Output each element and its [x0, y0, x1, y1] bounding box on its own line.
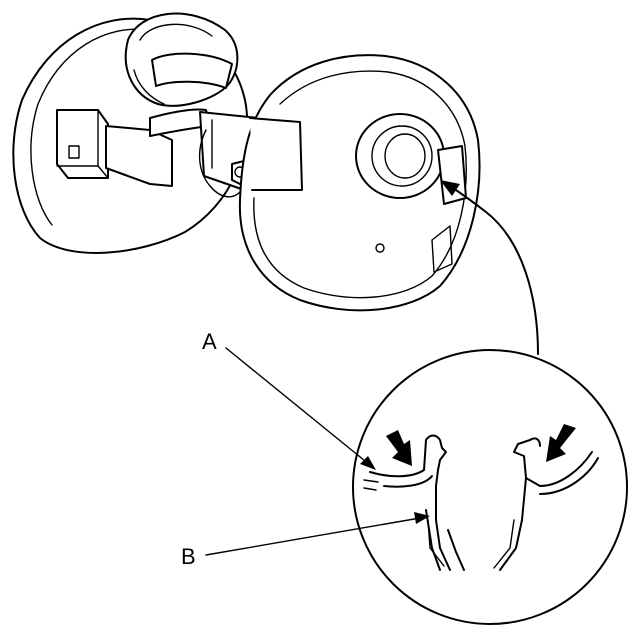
press-arrow-left	[386, 430, 412, 466]
fuel-filler-cap-assembly	[12, 12, 249, 254]
label-a: A	[202, 329, 217, 354]
label-b: B	[181, 544, 196, 569]
label-a-leader	[225, 347, 371, 466]
label-b-arrowhead	[414, 512, 430, 524]
press-arrow-right	[546, 424, 576, 462]
label-b-group: B	[181, 512, 430, 569]
detail-view-circle	[352, 349, 628, 625]
fuel-door-assembly	[199, 54, 481, 312]
callout-arrowhead	[440, 180, 460, 196]
callout-leader-line	[449, 185, 539, 355]
label-a-group: A	[202, 329, 376, 470]
label-a-arrowhead	[360, 456, 376, 470]
label-b-leader	[205, 517, 421, 556]
